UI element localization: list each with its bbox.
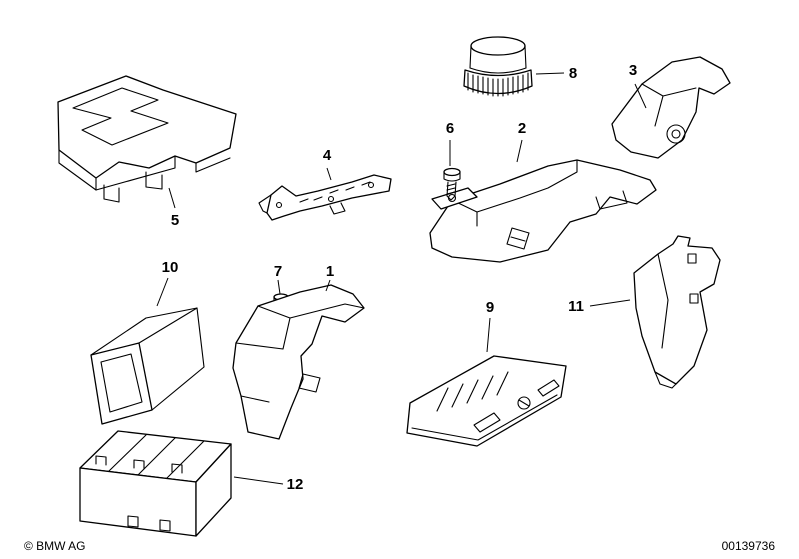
copyright-text: © BMW AG (24, 539, 86, 553)
leader-10 (156, 277, 169, 307)
leader-lines (156, 72, 647, 485)
callout-4: 4 (323, 147, 332, 164)
part-8-drawing (463, 36, 533, 97)
leader-2 (516, 139, 523, 163)
leader-5 (168, 187, 176, 209)
part-6-drawing (443, 167, 461, 201)
part-1-drawing (232, 284, 365, 440)
leader-1 (325, 279, 331, 292)
callout-8: 8 (569, 65, 577, 82)
callout-3: 3 (629, 62, 637, 79)
leader-11 (589, 299, 631, 307)
leader-3 (634, 83, 647, 109)
callout-1: 1 (326, 263, 334, 280)
leader-9 (486, 317, 491, 353)
callout-5: 5 (171, 212, 179, 229)
callout-labels: 1 2 3 4 5 6 7 8 9 10 11 12 (162, 62, 638, 493)
part-3-drawing (611, 56, 731, 159)
part-4-drawing (258, 174, 392, 221)
part-2-drawing (429, 159, 657, 263)
callout-10: 10 (162, 259, 179, 276)
leader-4 (326, 167, 332, 181)
part-11-drawing (633, 235, 721, 389)
callout-11: 11 (568, 298, 584, 315)
callout-2: 2 (518, 120, 526, 137)
leader-8 (535, 72, 565, 75)
leader-7 (277, 279, 281, 295)
image-number: 00139736 (721, 539, 775, 553)
callout-7: 7 (274, 263, 282, 280)
part-5-drawing (57, 75, 237, 203)
callout-12: 12 (287, 476, 304, 493)
callout-6: 6 (446, 120, 454, 137)
callout-9: 9 (486, 299, 494, 316)
part-12-drawing (79, 430, 232, 537)
part-9-drawing (406, 355, 567, 447)
leader-12 (233, 476, 284, 485)
part-10-drawing (90, 307, 205, 425)
